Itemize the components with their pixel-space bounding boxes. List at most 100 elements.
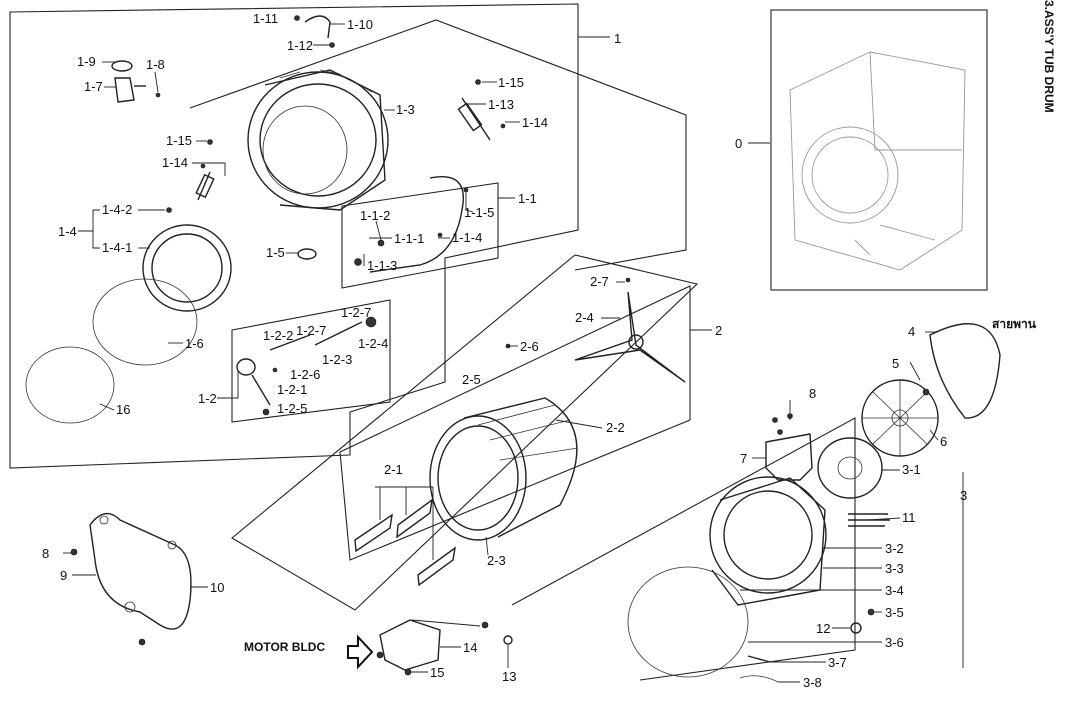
group-2-frame [231,254,699,611]
damper-part [195,139,215,201]
label-3-5: 3-5 [885,605,904,620]
label-1-12: 1-12 [287,38,313,53]
label-1-2-1: 1-2-1 [277,382,307,397]
label-7: 7 [740,451,747,466]
label-15: 15 [430,665,444,680]
label-1-3: 1-3 [396,102,415,117]
label-1-2-7-b: 1-2-7 [296,323,326,338]
gasket-part [25,278,198,424]
label-3-4: 3-4 [885,583,904,598]
damper-right-part [457,79,506,141]
belt-part [929,323,1001,419]
label-1-14-b: 1-14 [162,155,188,170]
label-1-4-2: 1-4-2 [102,202,132,217]
group-0-frame [770,9,988,291]
label-3-3: 3-3 [885,561,904,576]
clamp-part [297,248,317,260]
motor-bracket-part [70,512,192,646]
label-3-1: 3-1 [902,462,921,477]
tub-front-part [709,476,827,606]
label-1-1: 1-1 [518,191,537,206]
label-2-2: 2-2 [606,420,625,435]
label-13: 13 [502,669,516,684]
label-1-13: 1-13 [488,97,514,112]
leader-lines [63,23,964,683]
label-1-2-5: 1-2-5 [277,401,307,416]
label-1-2-6: 1-2-6 [290,367,320,382]
lifter-parts [354,498,456,587]
label-1-7: 1-7 [84,79,103,94]
group-3-frame [511,417,856,681]
label-1-6: 1-6 [185,336,204,351]
label-2: 2 [715,323,722,338]
group-1-2-frame [231,299,391,423]
page-title: 3.ASS'Y TUB DRUM [1042,0,1056,113]
group-2-inner-frame [339,285,691,561]
label-1-1-5: 1-1-5 [464,205,494,220]
label-1-1-1: 1-1-1 [394,231,424,246]
label-6: 6 [940,434,947,449]
label-1-5: 1-5 [266,245,285,260]
label-0: 0 [735,136,742,151]
label-11: 11 [902,510,916,525]
bracket-part [765,413,813,481]
label-8-b: 8 [42,546,49,561]
label-3-7: 3-7 [828,655,847,670]
label-1-2-4: 1-2-4 [358,336,388,351]
label-2-5: 2-5 [462,372,481,387]
group-1-1-frame [341,182,499,289]
group-1-frame [9,3,579,469]
label-10: 10 [210,580,224,595]
label-3: 3 [960,488,967,503]
group-1-3-frame [189,19,687,271]
label-2-6: 2-6 [520,339,539,354]
label-9: 9 [60,568,67,583]
full-assembly-part [789,51,966,271]
motor-arrow-icon [347,634,374,670]
label-motor-bldc: MOTOR BLDC [244,640,325,654]
label-1-1-4: 1-1-4 [452,230,482,245]
label-1-2-7-a: 1-2-7 [341,305,371,320]
label-1-15-a: 1-15 [498,75,524,90]
pump-part [236,316,377,416]
label-2-4: 2-4 [575,310,594,325]
motor-stator-part [817,437,883,499]
label-8-a: 8 [809,386,816,401]
pulley-part [861,379,939,457]
label-1-14-a: 1-14 [522,115,548,130]
label-3-8: 3-8 [803,675,822,690]
label-1-11: 1-11 [253,11,278,26]
label-belt-thai: สายพาน [992,317,1037,331]
label-1: 1 [614,31,621,46]
label-1-10: 1-10 [347,17,373,32]
label-3-2: 3-2 [885,541,904,556]
label-3-6: 3-6 [885,635,904,650]
label-2-3: 2-3 [487,553,506,568]
label-2-7: 2-7 [590,274,609,289]
motor-bldc-part [376,619,513,676]
label-16: 16 [116,402,130,417]
label-1-1-3: 1-1-3 [367,258,397,273]
label-1-4: 1-4 [58,224,77,239]
valve-part [111,60,161,103]
drum-part [429,343,579,541]
door-ring-part [142,207,232,312]
label-1-2-3: 1-2-3 [322,352,352,367]
heater-hose-part [354,176,469,273]
label-1-2-2: 1-2-2 [263,328,293,343]
label-14: 14 [463,640,477,655]
label-2-1: 2-1 [384,462,403,477]
label-1-9: 1-9 [77,54,96,69]
part-labels: 1-11 1-10 1-12 1 1-9 1-8 1-7 1-3 1-15 1-… [42,11,1037,690]
label-12: 12 [816,621,830,636]
label-4: 4 [908,324,915,339]
label-5: 5 [892,356,899,371]
tub-rear-part [247,69,389,211]
label-1-4-1: 1-4-1 [102,240,132,255]
label-1-8: 1-8 [146,57,165,72]
spider-arm-part [574,277,686,383]
label-1-1-2: 1-1-2 [360,208,390,223]
label-1-2: 1-2 [198,391,217,406]
label-1-15-b: 1-15 [166,133,192,148]
